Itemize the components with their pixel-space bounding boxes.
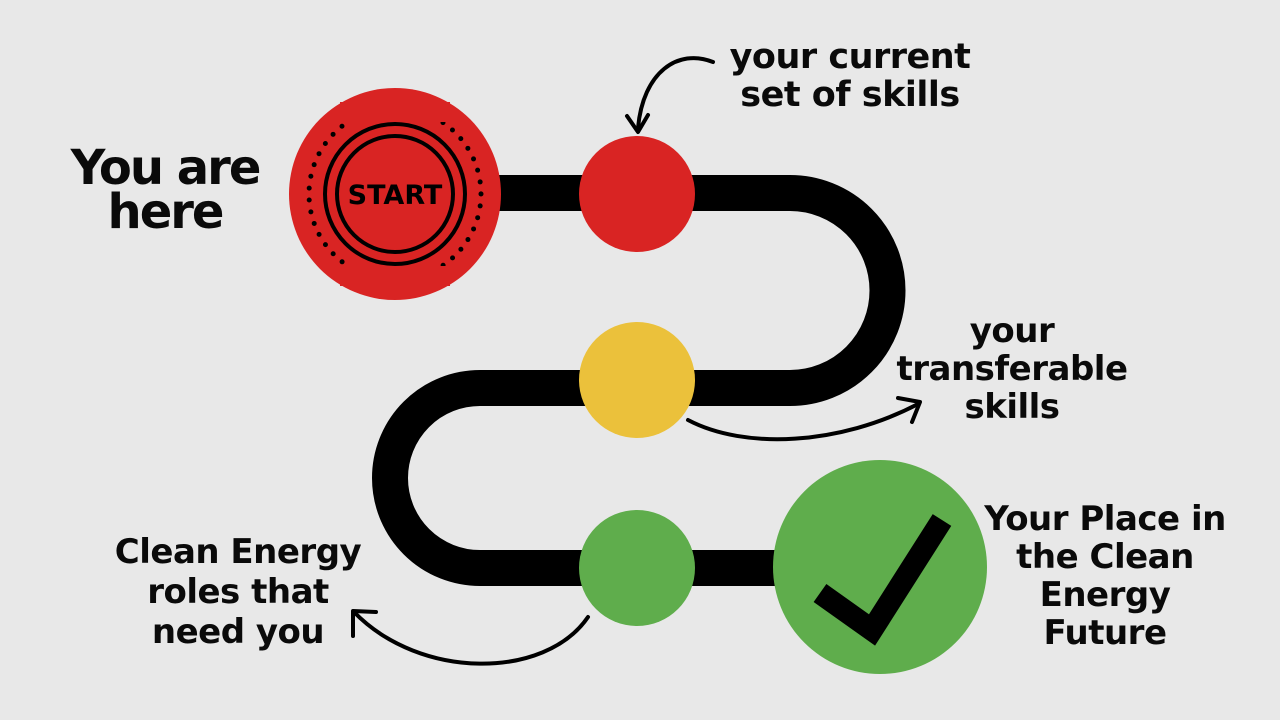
start-label: START xyxy=(348,180,443,211)
start-button: START xyxy=(289,88,501,300)
transferable-skills-label: your transferable skills xyxy=(880,312,1144,426)
your-place-line-3: Energy xyxy=(1039,575,1171,615)
milestone-current-skills xyxy=(579,136,695,252)
goal-circle xyxy=(773,460,987,674)
current-skills-line-2: set of skills xyxy=(740,75,960,115)
clean-energy-roles-line-3: need you xyxy=(151,612,325,652)
current-skills-line-1: your current xyxy=(729,37,971,77)
you-are-here-label: You are here xyxy=(40,140,290,240)
clean-energy-roles-line-2: roles that xyxy=(147,572,329,612)
your-place-line-1: Your Place in xyxy=(984,499,1226,539)
transferable-skills-line-3: skills xyxy=(964,387,1060,427)
transferable-skills-line-1: your xyxy=(969,311,1055,351)
dotted-ring-gap-top xyxy=(340,102,450,122)
start-circle xyxy=(289,88,501,300)
checkmark-icon xyxy=(813,514,952,646)
milestone-clean-energy-roles xyxy=(579,510,695,626)
clean-energy-roles-line-1: Clean Energy xyxy=(114,532,362,572)
you-are-here-line-2: here xyxy=(107,184,225,240)
dotted-ring-gap-bottom xyxy=(340,266,450,286)
arrow-to-transferable-skills xyxy=(686,396,922,442)
your-place-line-2: the Clean xyxy=(1016,537,1194,577)
start-inner-ring xyxy=(335,134,455,254)
you-are-here-line-1: You are xyxy=(70,140,262,196)
winding-road xyxy=(372,175,906,586)
current-skills-label: your current set of skills xyxy=(716,38,984,114)
your-place-label: Your Place in the Clean Energy Future xyxy=(968,500,1242,652)
clean-energy-roles-label: Clean Energy roles that need you xyxy=(96,532,380,652)
start-dotted-ring xyxy=(306,105,484,283)
arrow-to-clean-energy-roles xyxy=(351,609,590,666)
arrow-to-current-skills xyxy=(625,56,715,134)
start-outer-ring xyxy=(323,122,467,266)
your-place-line-4: Future xyxy=(1043,613,1167,653)
transferable-skills-line-2: transferable xyxy=(896,349,1128,389)
milestone-transferable-skills xyxy=(579,322,695,438)
